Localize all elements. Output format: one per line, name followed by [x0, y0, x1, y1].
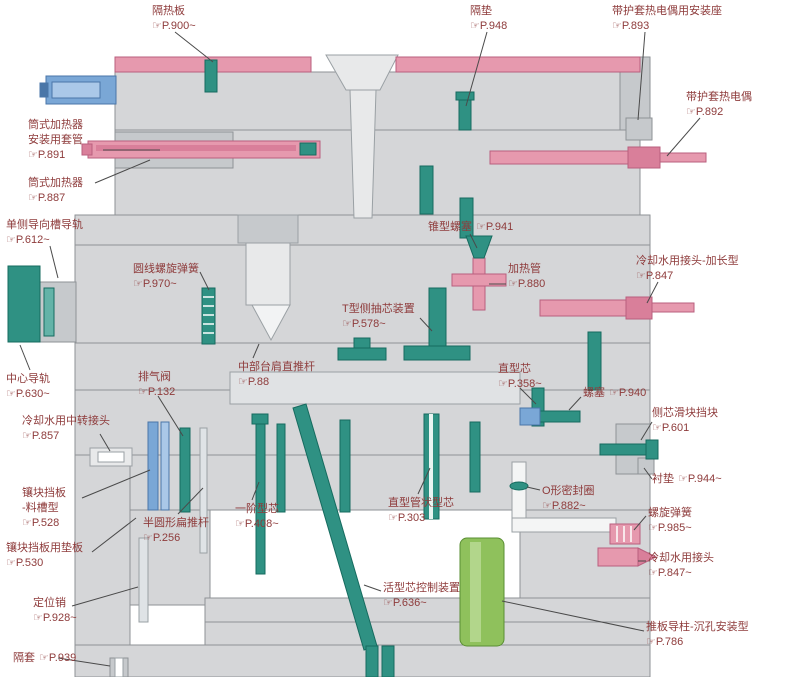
label-heater-pipe: 加热管☞P.880 — [508, 263, 546, 290]
taper-plug-shape — [465, 235, 493, 259]
label-cooling-joint-extended: 冷却水用接头-加长型☞P.847 — [636, 255, 739, 282]
cooling-joint-extended-body — [539, 299, 629, 317]
t-side-core-bar — [403, 345, 471, 361]
center-rail — [7, 265, 41, 343]
label-insert-stop-backing-plate: 镶块挡板用垫板☞P.530 — [6, 542, 83, 569]
label-o-ring: O形密封圈☞P.882~ — [542, 485, 595, 512]
label-spacer: 隔垫☞P.948 — [470, 5, 508, 32]
label-slide-stopper: 侧芯滑块挡块☞P.601 — [652, 407, 718, 434]
insulation-plate-right — [395, 56, 641, 73]
label-spacer-sleeve: 隔套☞P.939 — [13, 652, 77, 664]
label-loose-core-control-unit: 活型芯控制装置☞P.636~ — [383, 582, 460, 609]
teal-components — [7, 59, 659, 677]
label-cooling-relay-joint: 冷却水用中转接头☞P.857 — [22, 415, 110, 442]
sprue-channel — [349, 89, 377, 219]
blue-components — [39, 75, 541, 511]
label-cartridge-heater-sleeve: 筒式加热器 安装用套管☞P.891 — [28, 119, 83, 161]
ejector-guide-pillar — [459, 537, 505, 647]
label-sheathed-thermocouple: 带护套热电偶☞P.892 — [686, 91, 752, 118]
leader-lines — [19, 31, 701, 667]
heater-pipe-horizontal — [451, 273, 507, 287]
insert-stop-plate-strip — [147, 421, 159, 511]
label-shoulder-ejector-pin: 中部台肩直推杆☞P.88 — [238, 361, 315, 388]
label-straight-core: 直型芯☞P.358~ — [498, 363, 542, 390]
slide-stopper-bolt — [599, 443, 653, 456]
label-air-vent-valve: 排气阀☞P.132 — [138, 371, 176, 398]
air-vent-valve-pin — [179, 427, 191, 513]
mold-details — [89, 54, 617, 677]
label-cooling-joint: 冷却水用接头☞P.847~ — [648, 552, 714, 579]
label-insert-stop-plate: 镶块挡板 -料槽型☞P.528 — [22, 487, 66, 529]
stepped-core-head — [251, 413, 269, 425]
label-insulation-plate: 隔热板☞P.900~ — [152, 5, 196, 32]
label-t-side-core-unit: T型侧抽芯装置☞P.578~ — [342, 303, 415, 330]
dowel-pin — [138, 537, 149, 623]
label-taper-plug: 锥型螺塞☞P.941 — [428, 221, 514, 233]
label-dowel-pin: 定位销☞P.928~ — [33, 597, 77, 624]
sprue-funnel — [325, 54, 399, 91]
label-thermocouple-mount: 带护套热电偶用安装座☞P.893 — [612, 5, 722, 32]
spacer-screw-head — [455, 91, 475, 101]
label-cartridge-heater: 筒式加热器☞P.887 — [28, 177, 83, 204]
screw-plug-head — [519, 407, 541, 426]
cooling-joint-body — [597, 547, 639, 567]
spacer-screw — [458, 99, 472, 131]
thermocouple-rod — [489, 150, 631, 165]
label-liner: 衬垫☞P.944~ — [652, 473, 722, 485]
label-screw-plug: 螺塞☞P.940 — [583, 387, 647, 399]
label-stepped-core: 一阶型芯☞P.408~ — [235, 503, 279, 530]
thermocouple-connector — [627, 146, 661, 169]
label-ejector-guide-pillar: 推板导柱-沉孔安装型☞P.786 — [646, 621, 749, 648]
hatch-lines — [203, 296, 632, 542]
cooling-pipe-horizontal — [511, 517, 617, 533]
coil-spring-body — [609, 523, 641, 545]
label-center-rail: 中心导轨☞P.630~ — [6, 373, 50, 400]
stepped-core-pin — [255, 423, 266, 575]
o-ring — [509, 481, 529, 491]
label-half-round-flat-pin: 半圆形扁推杆☞P.256 — [143, 517, 209, 544]
label-round-wire-coil-spring: 圆线螺旋弹簧☞P.970~ — [133, 263, 199, 290]
nozzle-body — [245, 242, 291, 306]
t-side-core-stem — [428, 287, 447, 347]
nozzle-tip — [251, 304, 291, 342]
label-coil-spring: 螺旋弹簧☞P.985~ — [648, 507, 692, 534]
label-straight-tube-core: 直型管状型芯☞P.303 — [388, 497, 454, 524]
label-single-side-guide-rail: 单侧导向槽导轨☞P.612~ — [6, 219, 83, 246]
part-cavity — [229, 371, 521, 405]
green-components — [459, 537, 505, 647]
screw-plug-shaft — [539, 410, 581, 423]
